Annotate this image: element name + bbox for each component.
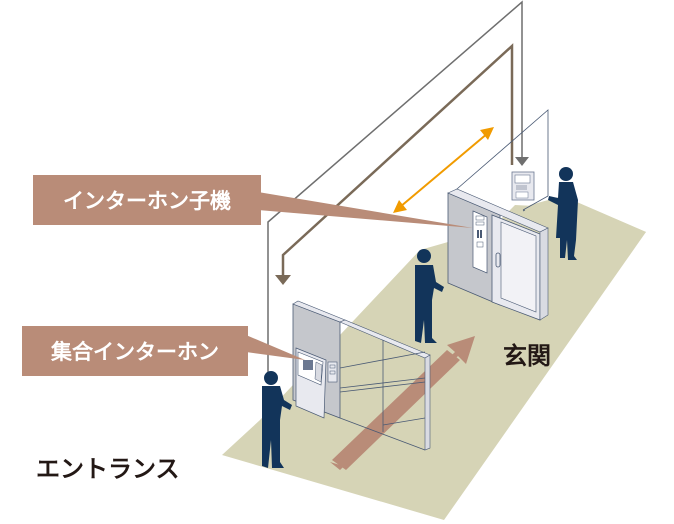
visitor-figure-front-door (415, 249, 444, 343)
signal-line-outer (267, 0, 523, 380)
callout-label-collective-intercom: 集合インターホン (50, 340, 219, 364)
intercom-sub-unit-icon (472, 210, 488, 274)
label-entrance: エントランス (36, 455, 180, 483)
callout-intercom-sub-unit: インターホン子機 (33, 175, 473, 228)
signal-arrow-down-icon-2 (275, 275, 291, 285)
indoor-monitor-icon (511, 171, 535, 201)
callout-collective-intercom: 集合インターホン (22, 326, 305, 376)
resident-figure (548, 167, 578, 260)
signal-arrow-down-icon (515, 157, 529, 166)
entrance-side-panel-icon (327, 361, 338, 383)
collective-intercom-panel-icon (295, 347, 327, 419)
callout-label-intercom-sub-unit: インターホン子機 (63, 189, 231, 213)
visitor-figure-entrance (262, 371, 292, 468)
signal-line-inner (281, 43, 514, 275)
bidirectional-communication-arrow (393, 127, 494, 213)
residence-wall-outline (449, 109, 549, 212)
label-front-door: 玄関 (503, 342, 551, 370)
